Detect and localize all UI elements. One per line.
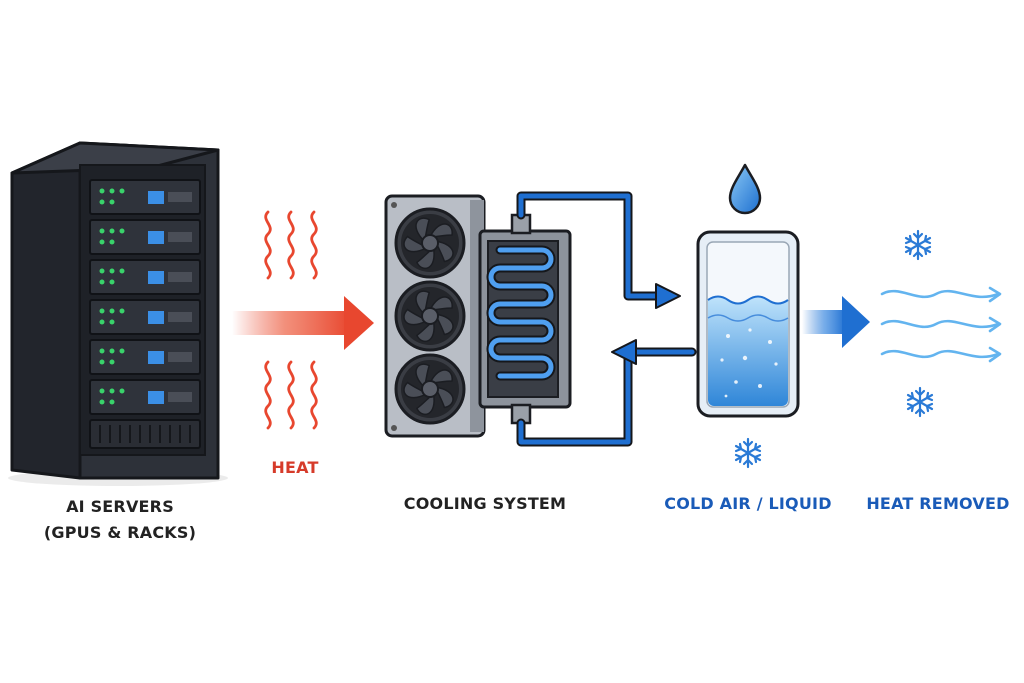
server-unit xyxy=(89,339,201,375)
coolant-coil xyxy=(486,245,556,381)
server-rack-icon xyxy=(8,141,228,486)
water-drop-icon xyxy=(728,163,762,215)
server-grill xyxy=(89,419,201,449)
server-unit xyxy=(89,179,201,215)
cooling-unit xyxy=(384,194,572,438)
fan-icon xyxy=(394,353,466,425)
snowflake-icon xyxy=(906,386,934,418)
snowflake-icon xyxy=(734,437,762,469)
servers-label-line2: (GPUS & RACKS) xyxy=(43,523,197,542)
fan-icon xyxy=(394,207,466,279)
wind-icon xyxy=(880,286,1002,363)
heat-wave-icon xyxy=(264,360,318,430)
fan-icon xyxy=(394,280,466,352)
coolant-reservoir xyxy=(696,230,800,418)
snowflake-icon xyxy=(904,229,932,261)
coolant-pipe xyxy=(516,191,697,447)
servers-label-line1: AI SERVERS xyxy=(66,497,174,516)
heat-label: HEAT xyxy=(271,458,319,477)
flow-arrow xyxy=(611,283,681,365)
server-unit xyxy=(89,299,201,335)
cool-arrow xyxy=(802,296,870,348)
heat-wave-icon xyxy=(264,210,318,280)
heat-arrow xyxy=(232,296,374,350)
server-unit xyxy=(89,259,201,295)
heat-removed-label: HEAT REMOVED xyxy=(866,494,1010,513)
server-unit xyxy=(89,379,201,415)
servers-label: AI SERVERS (GPUS & RACKS) xyxy=(20,494,220,546)
cooling-label: COOLING SYSTEM xyxy=(403,494,567,513)
server-unit xyxy=(89,219,201,255)
cold-label: COLD AIR / LIQUID xyxy=(664,494,832,513)
